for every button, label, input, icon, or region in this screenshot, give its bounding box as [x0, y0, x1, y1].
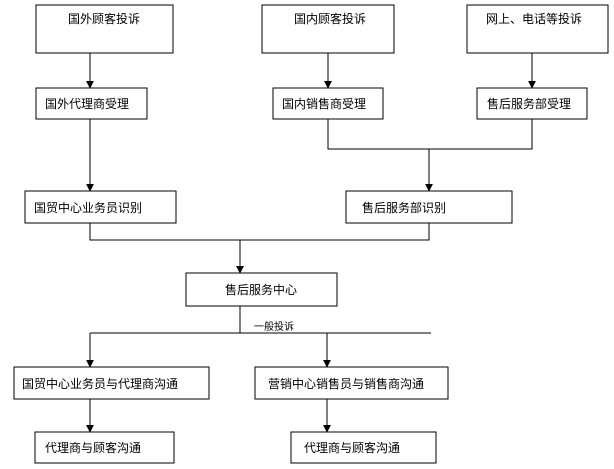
node-agent-customer-comm-right: 代理商与顾客沟通: [290, 431, 437, 464]
node-label: 售后服务部识别: [362, 200, 446, 215]
node-label: 国内顾客投诉: [294, 11, 366, 26]
node-online-phone-complaint: 网上、电话等投诉: [466, 4, 609, 54]
node-domestic-sales-accept: 国内销售商受理: [272, 87, 384, 120]
node-label: 国外代理商受理: [45, 96, 129, 111]
node-label: 代理商与顾客沟通: [304, 440, 400, 455]
node-domestic-complaint: 国内顾客投诉: [261, 4, 395, 54]
node-label: 售后服务中心: [225, 282, 297, 297]
node-after-sales-identify: 售后服务部识别: [345, 190, 513, 224]
node-after-sales-accept: 售后服务部受理: [476, 87, 588, 120]
general-complaint-label: 一般投诉: [254, 320, 294, 333]
node-foreign-complaint: 国外顾客投诉: [35, 4, 174, 54]
node-label: 营销中心销售员与销售商沟通: [268, 376, 424, 391]
merge-line-identify: [89, 223, 430, 241]
node-trade-center-agent-comm: 国贸中心业务员与代理商沟通: [13, 366, 210, 400]
node-service-center: 售后服务中心: [185, 272, 338, 307]
node-label: 国外顾客投诉: [68, 11, 140, 26]
node-label: 国贸中心业务员识别: [34, 200, 142, 215]
node-agent-customer-comm-left: 代理商与顾客沟通: [34, 431, 175, 464]
connectors: 一般投诉: [86, 53, 536, 433]
node-label: 国内销售商受理: [282, 96, 366, 111]
node-label: 售后服务部受理: [487, 96, 571, 111]
node-label: 网上、电话等投诉: [486, 11, 582, 26]
node-trade-center-identify: 国贸中心业务员识别: [24, 190, 177, 224]
merge-line-domestic-after-sales: [327, 119, 533, 150]
node-foreign-agent-accept: 国外代理商受理: [35, 87, 148, 120]
node-marketing-center-comm: 营销中心销售员与销售商沟通: [254, 366, 449, 400]
node-label: 代理商与顾客沟通: [45, 440, 141, 455]
node-label: 国贸中心业务员与代理商沟通: [22, 376, 178, 391]
